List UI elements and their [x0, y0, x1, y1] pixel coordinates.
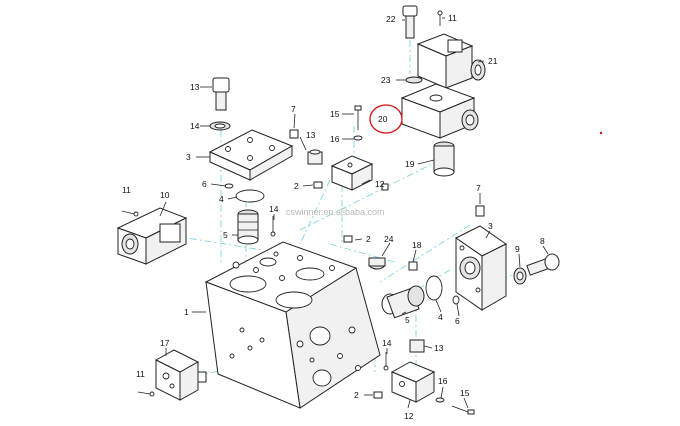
callout-16-bottom: 16: [438, 376, 448, 386]
cover-plate-left: [208, 129, 294, 181]
washer-16-bottom: [435, 397, 445, 403]
main-valve-block: [204, 241, 381, 409]
callout-11-bottom: 11: [136, 369, 145, 379]
callout-13-top: 13: [306, 130, 316, 140]
callout-20: 20: [378, 114, 388, 124]
callout-2-mid: 2: [366, 234, 371, 244]
callout-14-top: 14: [269, 204, 279, 214]
callout-14-bottom: 14: [382, 338, 392, 348]
callout-21: 21: [488, 56, 498, 66]
callout-leaders: [159, 17, 549, 409]
callout-18: 18: [412, 240, 422, 250]
plug-7-right: [475, 205, 485, 217]
small-screw-top: [437, 10, 443, 26]
small-block-bottom: [390, 361, 436, 403]
callout-5-right: 5: [405, 315, 410, 325]
callout-12-bottom: 12: [404, 411, 414, 421]
plug-small-top: [381, 183, 389, 191]
callout-22: 22: [386, 14, 396, 24]
callout-2-bottom: 2: [354, 390, 359, 400]
callout-7-right: 7: [476, 183, 481, 193]
callout-17: 17: [160, 338, 170, 348]
small-seal-left: [224, 183, 234, 189]
callout-23: 23: [381, 75, 391, 85]
cartridge-19: [433, 141, 455, 177]
callout-8-right: 8: [540, 236, 545, 246]
fitting-13-top: [307, 149, 323, 165]
callout-2-top: 2: [294, 181, 299, 191]
bolt-15-top: [354, 105, 362, 130]
cartridge-valve-right: [381, 285, 425, 319]
callout-12-top: 12: [375, 179, 385, 189]
plug-2-bottom: [373, 391, 383, 399]
callout-11-left: 11: [122, 185, 131, 195]
o-ring-right: [425, 275, 443, 301]
solenoid-valve-left: [116, 207, 188, 265]
callout-4-left: 4: [219, 194, 224, 204]
callout-6-left: 6: [202, 179, 207, 189]
callout-1: 1: [184, 307, 189, 317]
plug-2-top: [313, 181, 323, 189]
valve-body-20: [400, 83, 479, 139]
small-block-top: [330, 155, 374, 191]
callout-11-top: 11: [448, 13, 457, 23]
socket-screw-22: [402, 5, 418, 39]
callout-3-left: 3: [186, 152, 191, 162]
small-valve-17: [154, 349, 207, 401]
washer-16-top: [353, 135, 363, 141]
pin-left: [270, 216, 276, 237]
callout-8-top-left: 13: [190, 82, 200, 92]
washer-9-right: [513, 267, 527, 285]
callout-labels: 13 14 3 6 4 5 10 11 7 15 16 13 2 12 14 1…: [122, 13, 545, 421]
plug-2-mid: [343, 235, 353, 243]
callout-19: 19: [405, 159, 415, 169]
fitting-13-right: [409, 339, 425, 353]
callout-15-top: 15: [330, 109, 340, 119]
callout-9-right: 9: [515, 244, 520, 254]
small-screw-bottom: [137, 391, 155, 397]
callout-6-right: 6: [455, 316, 460, 326]
callout-3-right: 3: [488, 221, 493, 231]
callout-16-top: 16: [330, 134, 340, 144]
callout-13-right: 13: [434, 343, 444, 353]
callout-24: 24: [384, 234, 394, 244]
highlight-circle: [369, 104, 403, 134]
plug-18: [408, 261, 418, 271]
cartridge-valve-left: [237, 209, 259, 245]
socket-screw-top-left: [212, 77, 230, 111]
plug-24: [368, 257, 386, 270]
callout-10: 10: [160, 190, 170, 200]
callout-9-top-left: 14: [190, 121, 200, 131]
seal-6-right: [452, 295, 460, 305]
plug-7-top: [289, 129, 299, 139]
callout-15-bottom: 15: [460, 388, 470, 398]
o-ring-left: [235, 189, 265, 203]
socket-screw-8-right: [526, 253, 560, 276]
pin-14-bottom: [383, 352, 389, 371]
callout-7-top: 7: [291, 104, 296, 114]
solenoid-valve-top: [416, 33, 486, 89]
red-marker-dot: [599, 131, 603, 135]
watermark-text: cswinner.en.alibaba.com: [286, 207, 385, 217]
washer-top-left: [209, 121, 231, 131]
bolt-15-bottom: [451, 405, 475, 415]
cover-plate-right: [455, 225, 507, 311]
seal-23: [405, 76, 423, 84]
callout-4-right: 4: [438, 312, 443, 322]
callout-5-left: 5: [223, 230, 228, 240]
small-screw-left: [121, 210, 139, 217]
